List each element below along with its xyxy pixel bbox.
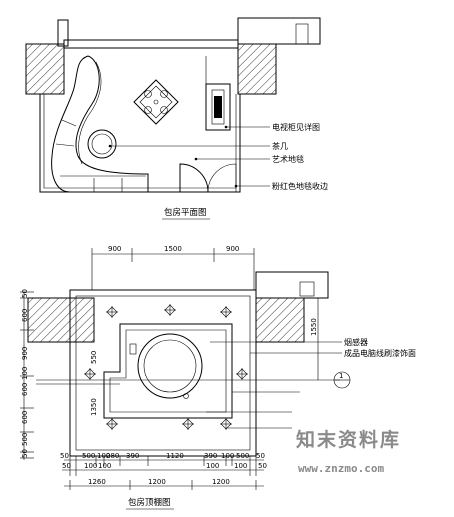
dim-top-2: 1500 bbox=[164, 245, 182, 253]
dim-left-2: 600 bbox=[21, 309, 29, 322]
dim-bottom2-3: 100 bbox=[98, 462, 111, 470]
plan-view-title: 包房平面图 bbox=[164, 207, 207, 218]
downlight bbox=[182, 418, 194, 430]
dim-inner-550: 550 bbox=[90, 351, 98, 364]
downlight bbox=[220, 306, 232, 318]
dim-bottom1-1: 50 bbox=[60, 452, 69, 460]
dim-bottom2-4: 100 bbox=[206, 462, 219, 470]
section-marker-label: 1 bbox=[339, 372, 343, 380]
dim-bottom2-2: 100 bbox=[84, 462, 97, 470]
dim-right-1550: 1550 bbox=[310, 318, 318, 336]
dim-bottom2-5: 100 bbox=[234, 462, 247, 470]
dim-bottom3-1: 1260 bbox=[88, 478, 106, 486]
downlight bbox=[84, 368, 96, 380]
art-carpet-motif bbox=[133, 79, 179, 125]
ceiling-view: 900 1500 900 bbox=[20, 245, 416, 510]
label-art-carpet: 艺术地毯 bbox=[272, 154, 304, 164]
watermark: 知末资料库 www.znzmo.com bbox=[296, 428, 401, 475]
dim-bottom1-6: 1120 bbox=[166, 452, 184, 460]
dim-bottom1-7: 390 bbox=[204, 452, 217, 460]
plan-view: 电视柜见详图 茶几 艺术地毯 粉红色地毯收边 包房平面图 bbox=[25, 17, 328, 220]
dim-bottom1-3: 100 bbox=[97, 452, 110, 460]
sofa bbox=[51, 55, 149, 193]
dim-bottom1-8: 100 bbox=[221, 452, 234, 460]
dim-left-6: 600 bbox=[21, 411, 29, 424]
downlight bbox=[236, 368, 248, 380]
downlight bbox=[106, 418, 118, 430]
top-dimension-chain bbox=[91, 248, 255, 290]
dim-bottom1-9: 500 bbox=[236, 452, 249, 460]
dim-top-1: 900 bbox=[108, 245, 121, 253]
label-tv-cabinet: 电视柜见详图 bbox=[272, 122, 320, 132]
ceiling-wall-right bbox=[255, 297, 305, 343]
watermark-url: www.znzmo.com bbox=[298, 462, 384, 475]
left-dimension-chain bbox=[20, 291, 34, 460]
plan-top-wall bbox=[63, 39, 239, 49]
label-finish: 成品电脑线刷漆饰面 bbox=[344, 348, 416, 358]
dim-left-1: 50 bbox=[21, 289, 29, 298]
label-edge-trim: 粉红色地毯收边 bbox=[272, 181, 328, 191]
dim-bottom1-10: 50 bbox=[256, 452, 265, 460]
wall-block-left bbox=[25, 43, 65, 95]
tea-table bbox=[87, 129, 117, 159]
dim-left-3: 900 bbox=[21, 347, 29, 360]
ceiling-wall-left bbox=[27, 297, 95, 343]
dim-bottom1-4: 280 bbox=[106, 452, 119, 460]
downlights bbox=[84, 304, 248, 430]
dim-bottom2-1: 50 bbox=[62, 462, 71, 470]
dim-left-7: 500 bbox=[21, 433, 29, 446]
dim-top-3: 900 bbox=[226, 245, 239, 253]
downlight bbox=[106, 306, 118, 318]
dim-left-4: 600 bbox=[21, 383, 29, 396]
downlight bbox=[164, 304, 176, 316]
watermark-text: 知末资料库 bbox=[296, 428, 401, 451]
dim-left-8: 50 bbox=[21, 449, 29, 458]
ceiling-leaders bbox=[206, 341, 342, 429]
plan-column-top-right-inner bbox=[295, 23, 309, 45]
dim-bottom2-6: 50 bbox=[258, 462, 267, 470]
bottom-dimension-chain-1 bbox=[64, 456, 264, 476]
ceiling-column-top-right bbox=[255, 271, 329, 299]
wall-block-right bbox=[237, 43, 277, 95]
smoke-detector-mark bbox=[183, 393, 189, 399]
dim-bottom3-2: 1200 bbox=[148, 478, 166, 486]
round-ceiling-light bbox=[137, 333, 203, 399]
dim-bottom1-5: 390 bbox=[126, 452, 139, 460]
ceiling-view-title: 包房顶棚图 bbox=[128, 497, 171, 508]
tv-cabinet bbox=[205, 83, 231, 131]
plan-leaders bbox=[108, 125, 270, 188]
dim-bottom1-2: 500 bbox=[82, 452, 95, 460]
dim-inner-1350: 1350 bbox=[90, 398, 98, 416]
plan-column-top-left bbox=[57, 19, 69, 47]
plan-column-top-right bbox=[237, 17, 321, 45]
dim-bottom3-3: 1200 bbox=[212, 478, 230, 486]
label-smoke-detector: 烟感器 bbox=[344, 337, 368, 347]
ceiling-room-outline bbox=[69, 289, 257, 457]
ceiling-inner-step bbox=[103, 323, 233, 419]
dim-left-5: 100 bbox=[21, 367, 29, 380]
door bbox=[179, 163, 209, 193]
label-tea-table: 茶几 bbox=[272, 141, 288, 151]
